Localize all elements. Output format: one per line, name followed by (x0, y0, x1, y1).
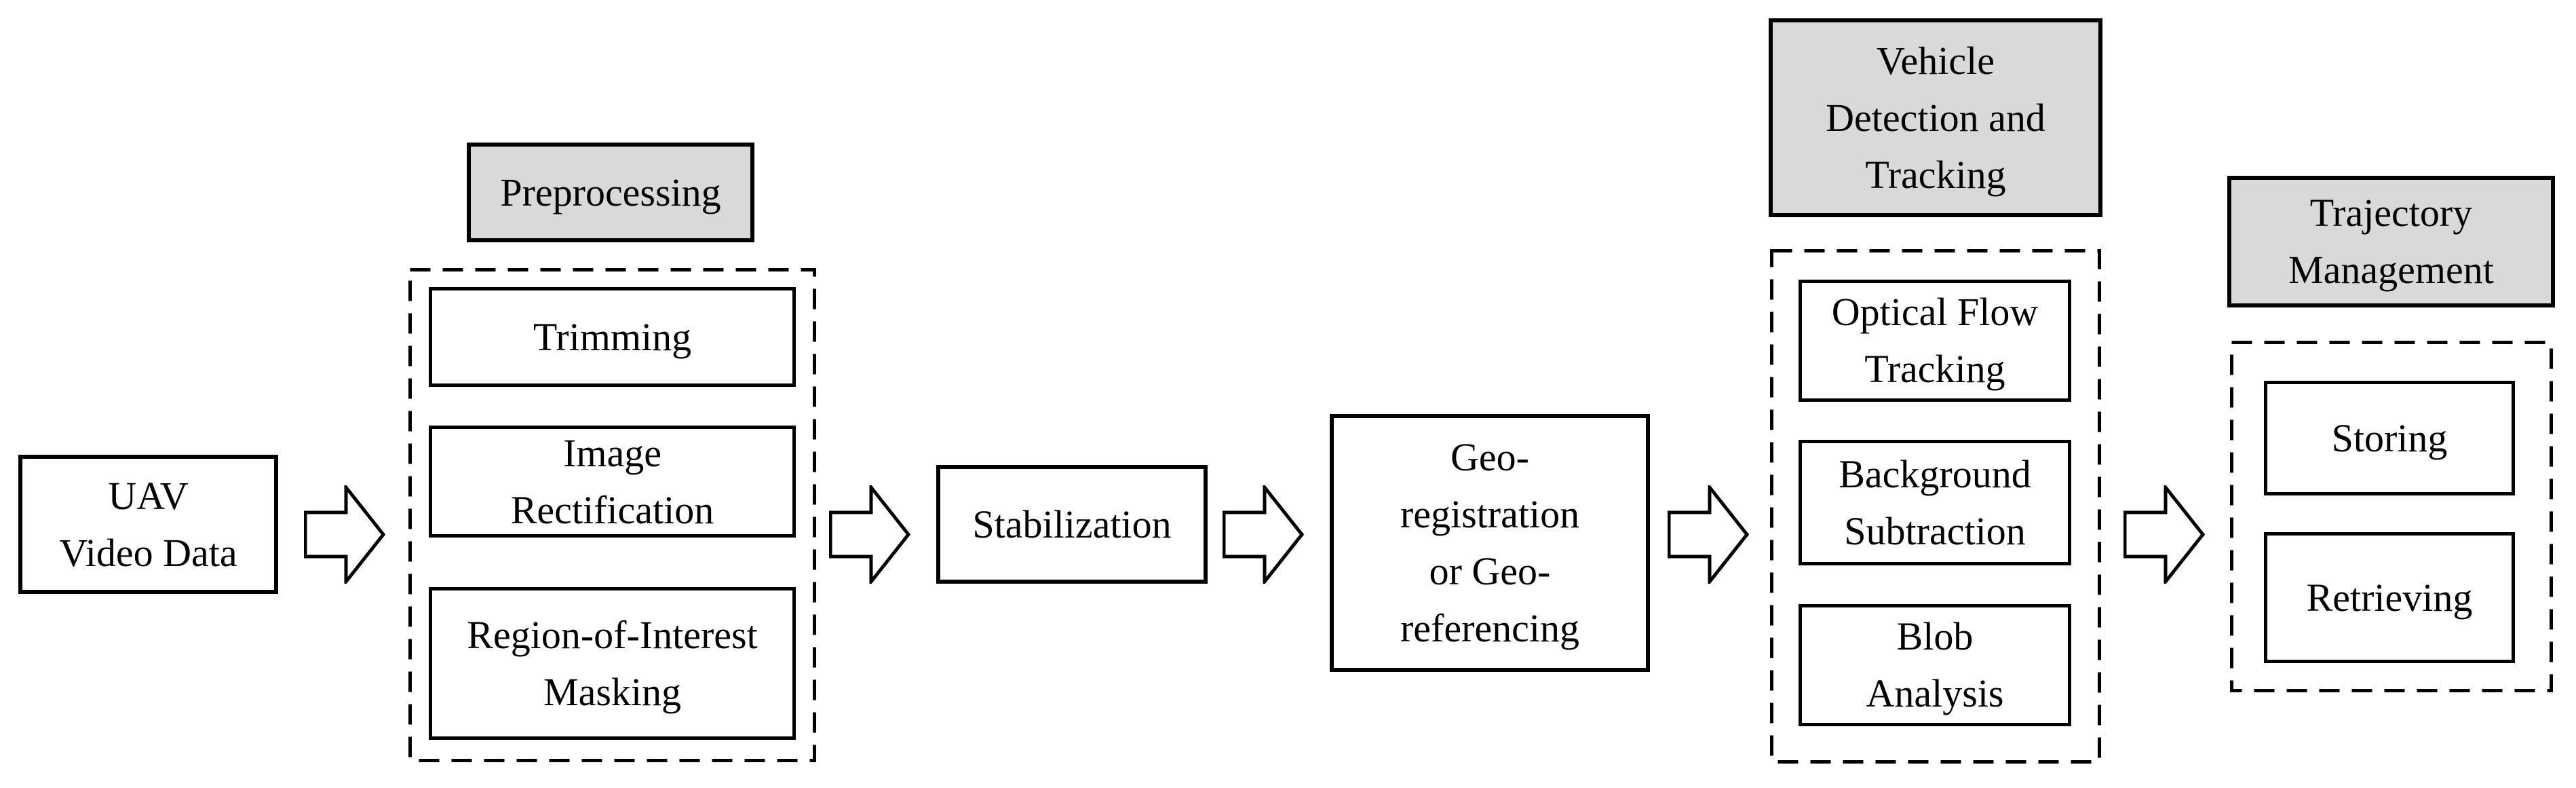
node-retrieving: Retrieving (2264, 532, 2515, 663)
node-georegistration: Geo- registration or Geo- referencing (1330, 414, 1650, 672)
group-header-preprocessing: Preprocessing (467, 143, 754, 242)
node-optical-flow-tracking-label: Optical Flow Tracking (1831, 290, 2039, 391)
flow-arrow-icon (304, 485, 385, 584)
node-uav-video-data-label: UAV Video Data (59, 473, 237, 575)
flow-arrow-icon (829, 485, 910, 584)
node-trimming: Trimming (429, 287, 796, 387)
group-outline-vehicle-detection (1770, 249, 2101, 764)
node-optical-flow-tracking: Optical Flow Tracking (1799, 280, 2071, 402)
node-storing: Storing (2264, 381, 2515, 495)
group-header-trajectory-management: Trajectory Management (2227, 176, 2555, 307)
group-outline-trajectory-management (2230, 341, 2553, 692)
node-uav-video-data: UAV Video Data (18, 455, 278, 594)
node-background-subtraction: Background Subtraction (1799, 440, 2071, 565)
node-blob-analysis-label: Blob Analysis (1866, 614, 2004, 715)
node-image-rectification-label: Image Rectification (510, 430, 714, 532)
node-storing-label: Storing (2331, 415, 2448, 460)
node-region-of-interest-masking-label: Region-of-Interest Masking (467, 612, 758, 714)
node-background-subtraction-label: Background Subtraction (1839, 451, 2031, 553)
group-header-trajectory-management-label: Trajectory Management (2288, 191, 2494, 292)
node-retrieving-label: Retrieving (2306, 575, 2473, 620)
flow-arrow-icon (1668, 485, 1749, 584)
node-region-of-interest-masking: Region-of-Interest Masking (429, 587, 796, 740)
group-header-preprocessing-label: Preprocessing (500, 170, 721, 214)
group-header-vehicle-detection: Vehicle Detection and Tracking (1769, 18, 2102, 217)
group-outline-preprocessing (408, 268, 816, 762)
node-georegistration-label: Geo- registration or Geo- referencing (1400, 435, 1580, 650)
flow-arrow-icon (2123, 485, 2205, 584)
group-header-vehicle-detection-label: Vehicle Detection and Tracking (1826, 38, 2045, 197)
node-stabilization-label: Stabilization (972, 502, 1172, 546)
node-image-rectification: Image Rectification (429, 426, 796, 538)
node-blob-analysis: Blob Analysis (1799, 604, 2071, 726)
flow-arrow-icon (1223, 485, 1304, 584)
node-stabilization: Stabilization (936, 465, 1208, 584)
node-trimming-label: Trimming (533, 314, 692, 359)
